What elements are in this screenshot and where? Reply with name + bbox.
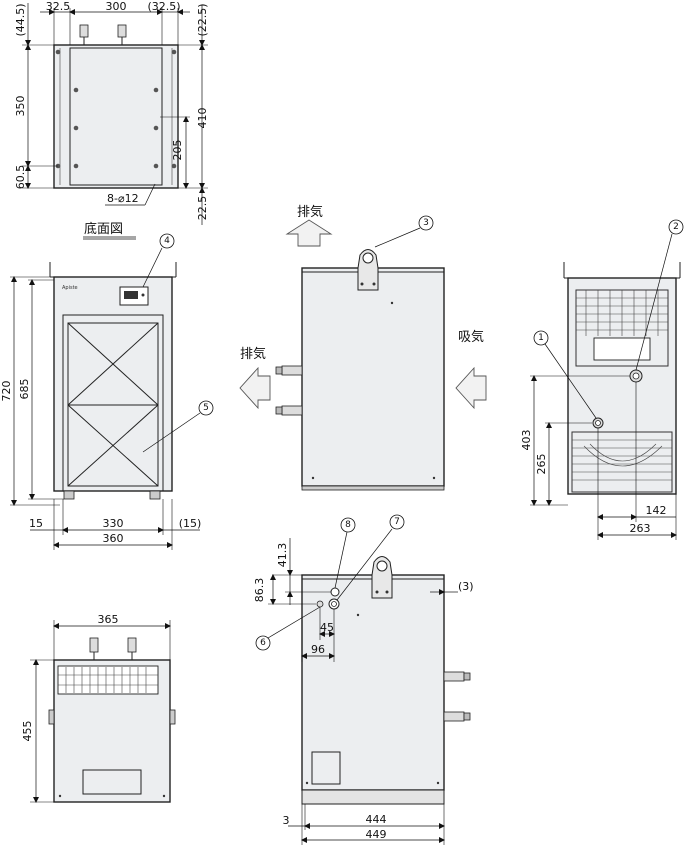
callout-4 xyxy=(159,233,175,249)
mounting-holes xyxy=(55,49,177,169)
right-view: 2 1 403 265 142 263 xyxy=(520,219,684,540)
dim-360: 360 xyxy=(103,532,124,545)
hole-callout: 8-⌀12 xyxy=(107,192,139,205)
dim-142: 142 xyxy=(646,504,667,517)
dim-403: 403 xyxy=(520,430,533,451)
callout-4-label: 4 xyxy=(164,236,170,246)
dim-444: 444 xyxy=(366,813,387,826)
exhaust-left-label: 排気 xyxy=(240,346,266,362)
callout-6-label: 6 xyxy=(260,638,266,648)
intake-label: 吸気 xyxy=(458,329,484,345)
front-view: Apiste 4 5 720 685 15 330 (15) 360 xyxy=(0,233,214,550)
dim-410: 410 xyxy=(196,108,209,129)
intake-arrow xyxy=(455,366,487,410)
dim-720: 720 xyxy=(0,381,13,402)
lower-grille xyxy=(571,431,673,493)
exhaust-left-arrow xyxy=(239,366,271,410)
dim-15: 15 xyxy=(29,517,43,530)
top-view-panel xyxy=(69,47,163,186)
bottom-label-plate xyxy=(311,751,341,785)
top-view: 32.5 300 (32.5) (44.5) 350 60.5 (22.5) 4… xyxy=(14,0,209,240)
dim-265: 265 xyxy=(535,454,548,475)
right-fitting-lower xyxy=(443,711,465,722)
callout-2 xyxy=(668,219,684,235)
side-fitting-upper xyxy=(281,365,303,376)
bottom-view-caption: 底面図 xyxy=(84,221,123,237)
callout-1-label: 1 xyxy=(538,333,544,343)
dim-330: 330 xyxy=(103,517,124,530)
top-fitting-right xyxy=(117,24,127,38)
dim-15b: (15) xyxy=(179,517,202,530)
rear-grille xyxy=(57,665,159,695)
bottom-side-body xyxy=(301,574,445,791)
dim-205: 205 xyxy=(171,140,184,161)
callout-1 xyxy=(533,330,549,346)
dim-32-5b: (32.5) xyxy=(147,0,180,13)
callout-8-label: 8 xyxy=(345,520,351,530)
dim-455: 455 xyxy=(21,721,34,742)
rear-label-plate xyxy=(82,769,142,795)
dim-44-5: (44.5) xyxy=(14,3,27,36)
callout-2-label: 2 xyxy=(673,222,679,232)
right-fitting-upper xyxy=(443,671,465,682)
dim-300: 300 xyxy=(106,0,127,13)
front-view-body xyxy=(53,276,173,492)
dim-3-paren: (3) xyxy=(458,580,474,593)
callout-3 xyxy=(418,215,434,231)
side-view: 排気 排気 吸気 3 xyxy=(239,204,487,491)
dim-685: 685 xyxy=(18,379,31,400)
dim-350: 350 xyxy=(14,96,27,117)
dim-41-3: 41.3 xyxy=(276,543,289,568)
callout-7 xyxy=(389,514,405,530)
side-fitting-lower xyxy=(281,405,303,416)
svg-text:Apiste: Apiste xyxy=(62,285,78,291)
dim-365: 365 xyxy=(98,613,119,626)
dim-32-5: 32.5 xyxy=(46,0,71,13)
dim-3: 3 xyxy=(283,814,290,827)
callout-3-label: 3 xyxy=(423,218,429,228)
exhaust-up-arrow xyxy=(285,219,333,247)
callout-5 xyxy=(198,400,214,416)
exhaust-top-label: 排気 xyxy=(297,204,323,220)
bottom-side-view: 8 7 6 41.3 86.3 45 96 (3) 3 4 xyxy=(253,514,474,845)
dim-86-3: 86.3 xyxy=(253,578,266,603)
side-view-body xyxy=(301,267,445,487)
callout-5-label: 5 xyxy=(203,403,209,413)
dim-96: 96 xyxy=(311,643,325,656)
callout-6 xyxy=(255,635,271,651)
dim-449: 449 xyxy=(366,828,387,841)
callout-7-label: 7 xyxy=(394,517,400,527)
dim-263: 263 xyxy=(630,522,651,535)
dim-45: 45 xyxy=(320,621,334,634)
callout-8 xyxy=(340,517,356,533)
dim-60-5: 60.5 xyxy=(14,165,27,190)
dim-22-5: (22.5) xyxy=(196,3,209,36)
top-fitting-left xyxy=(79,24,89,38)
rear-view: 365 455 xyxy=(21,613,176,803)
dim-22-5b: 22.5 xyxy=(196,196,209,221)
top-view-body xyxy=(53,44,179,189)
